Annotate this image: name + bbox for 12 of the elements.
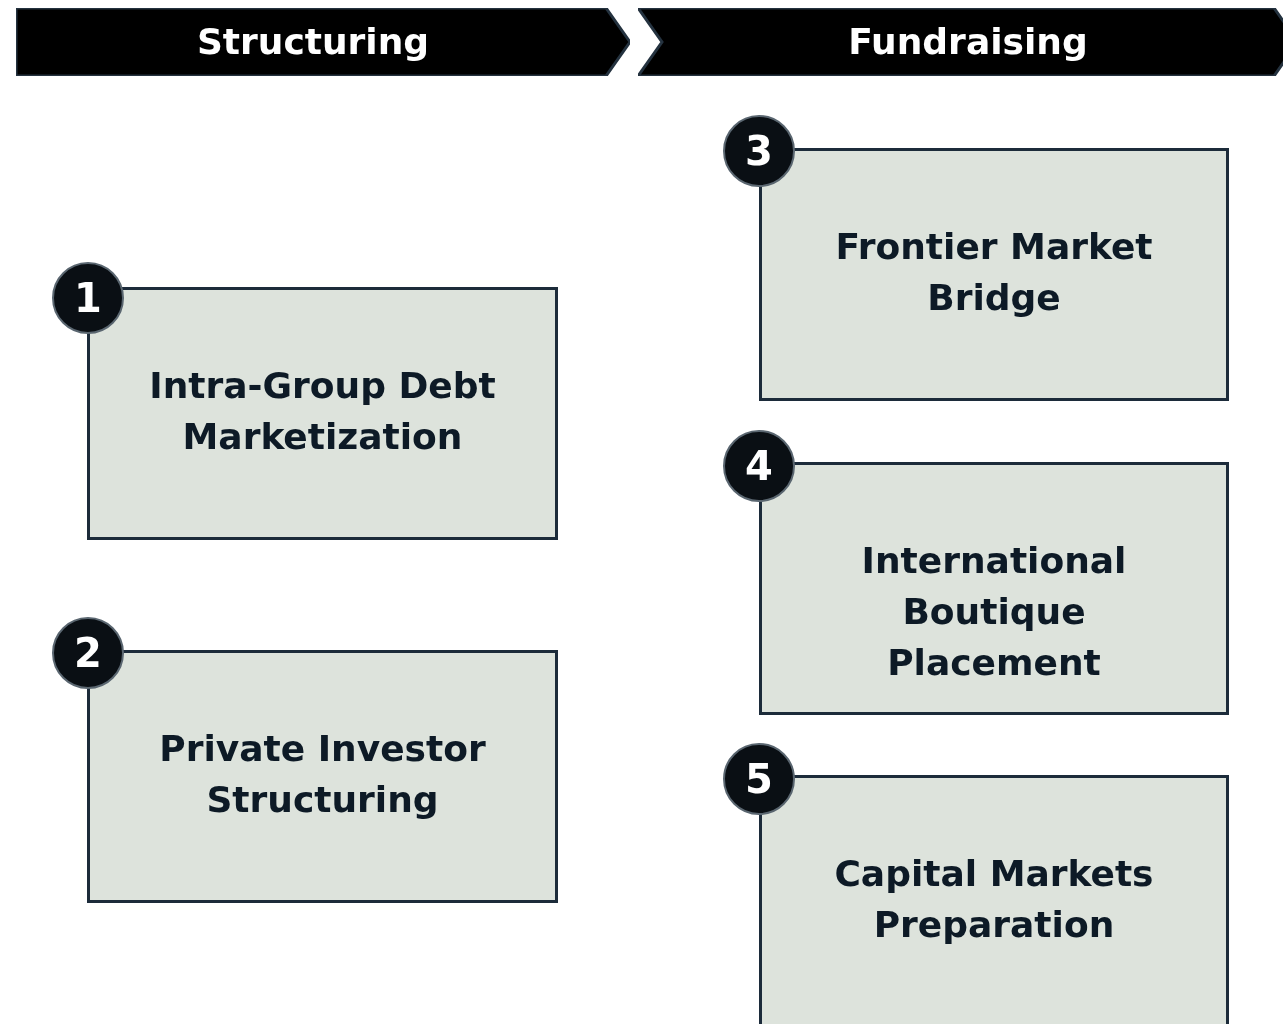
step-title: International Boutique Placement xyxy=(860,539,1128,685)
phase-title: Fundraising xyxy=(848,24,1088,60)
step-number: 4 xyxy=(745,446,773,486)
step-number: 2 xyxy=(74,633,102,673)
step-title: Private Investor Structuring xyxy=(158,727,487,822)
step-number: 3 xyxy=(745,131,773,171)
step-number: 5 xyxy=(745,759,773,799)
phase-title: Structuring xyxy=(196,24,430,60)
step-title: Capital Markets Preparation xyxy=(833,852,1155,947)
step-title: Frontier Market Bridge xyxy=(834,225,1154,320)
step-title: Intra-Group Debt Marketization xyxy=(148,364,497,459)
step-number: 1 xyxy=(74,278,102,318)
